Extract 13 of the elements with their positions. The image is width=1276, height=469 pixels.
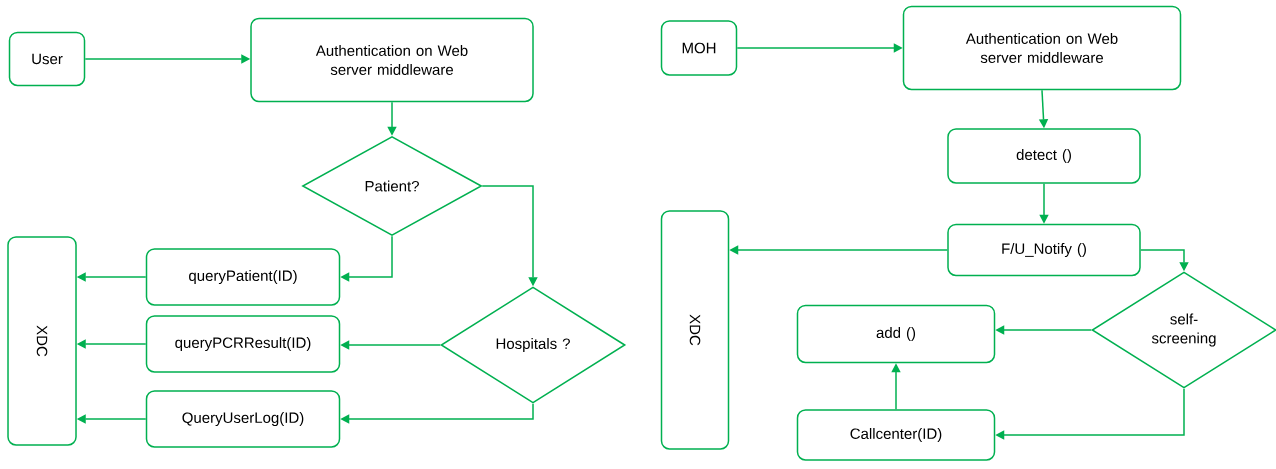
process-box: Authentication on Web server middleware: [902, 5, 1182, 91]
process-box: queryPCRResult(ID): [145, 315, 341, 373]
system-box: XDC: [7, 236, 77, 446]
process-box: F/U_Notify (): [947, 223, 1141, 277]
process-box: Authentication on Web server middleware: [250, 17, 534, 103]
system-box: XDC: [660, 210, 730, 450]
process-box: QueryUserLog(ID): [145, 390, 341, 448]
process-box: MOH: [660, 20, 738, 76]
process-box: detect (): [947, 128, 1141, 184]
process-box: queryPatient(ID): [145, 248, 341, 306]
process-box: Callcenter(ID): [796, 409, 996, 461]
process-box: User: [8, 31, 86, 87]
process-box: add (): [796, 304, 996, 364]
